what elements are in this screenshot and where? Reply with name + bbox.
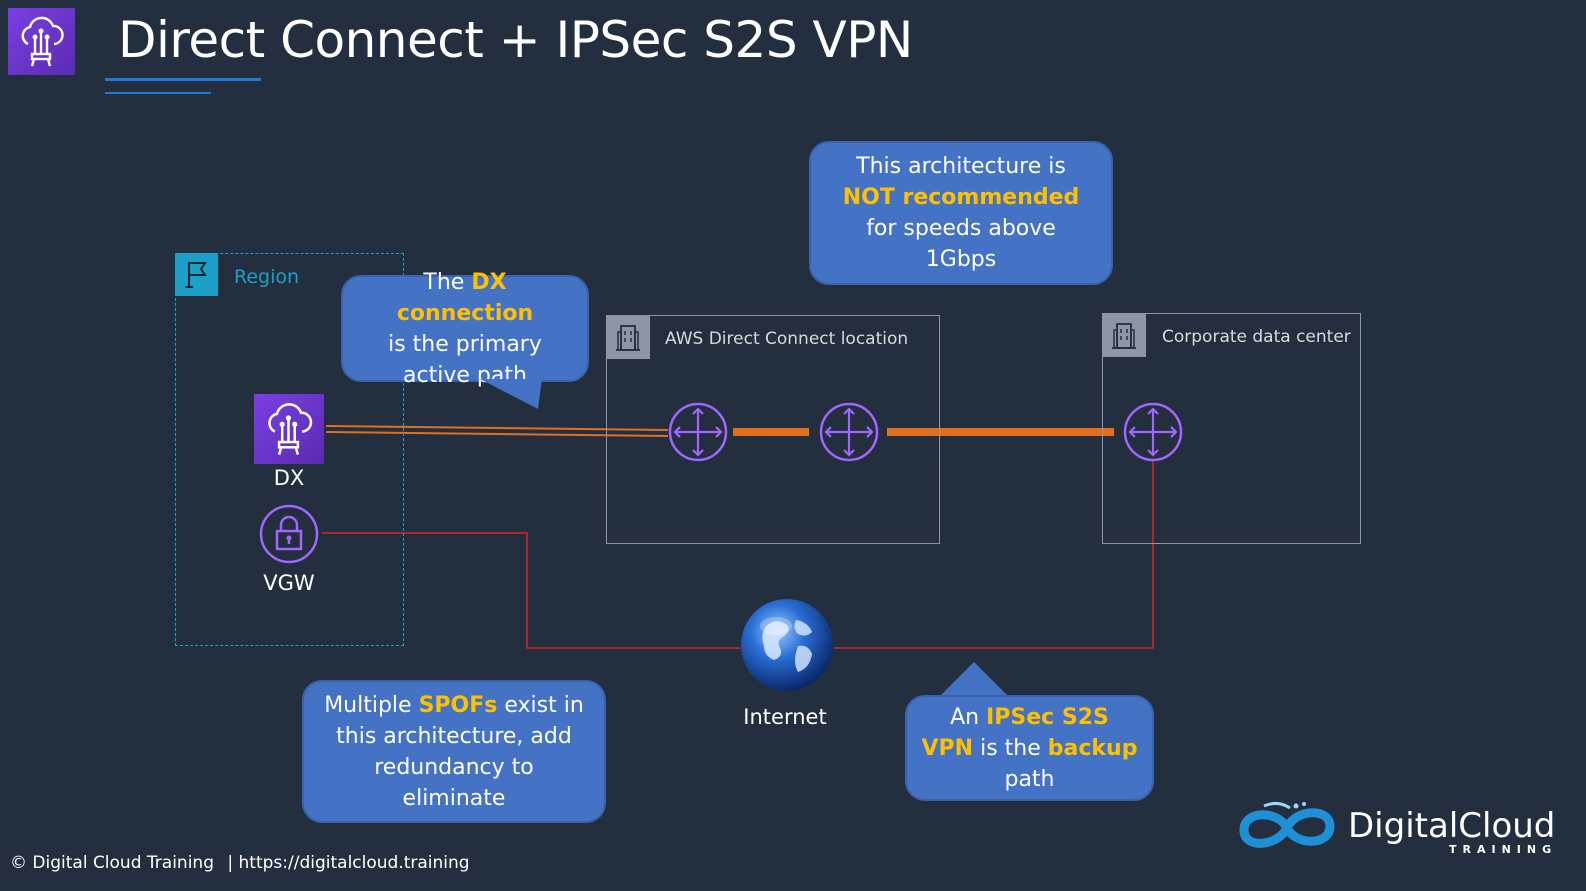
footer-url[interactable]: | https://digitalcloud.training: [227, 853, 470, 873]
region-boundary: [175, 253, 404, 646]
callout-text: exist in this architecture, add redundan…: [336, 692, 584, 811]
corporate-dc-box: [1102, 313, 1361, 544]
callout-text: for speeds above 1Gbps: [866, 216, 1056, 272]
infinity-logo-icon: [1234, 798, 1340, 858]
dx-location-label: AWS Direct Connect location: [665, 329, 909, 349]
title-underline: [105, 78, 261, 81]
footer-copyright: © Digital Cloud Training: [10, 853, 214, 873]
callout-text: is the primary active path: [388, 331, 542, 388]
logo-name: DigitalCloud: [1348, 806, 1556, 846]
callout-text: path: [1004, 766, 1055, 792]
callout-text: An: [950, 704, 987, 730]
callout-text: is the: [973, 735, 1048, 761]
building-icon: [1102, 313, 1146, 357]
globe-icon: [738, 596, 836, 694]
callout-spof: Multiple SPOFs exist in this architectur…: [302, 680, 606, 823]
vgw-label: VGW: [263, 571, 315, 595]
callout-highlight: DX connection: [396, 269, 534, 326]
callout-text: This architecture is: [856, 154, 1066, 179]
dx-label: DX: [273, 466, 305, 490]
flag-icon: [175, 253, 218, 296]
callout-highlight: backup: [1047, 735, 1138, 761]
callout-dx-primary: The DX connection is the primary active …: [341, 270, 589, 388]
dx-icon: [254, 394, 324, 464]
callout-pointer: [938, 662, 1010, 698]
dx-location-box: [606, 315, 940, 544]
page-title: Direct Connect + IPSec S2S VPN: [118, 11, 913, 69]
region-label: Region: [234, 266, 300, 288]
direct-connect-icon: [8, 8, 75, 75]
title-underline-secondary: [105, 92, 211, 94]
callout-pointer: [480, 379, 542, 409]
callout-highlight: NOT recommended: [842, 185, 1080, 210]
callout-not-recommended: This architecture is NOT recommended for…: [809, 141, 1113, 285]
router-icon: [818, 401, 880, 463]
router-icon: [1122, 401, 1184, 463]
callout-highlight: IPSec S2S VPN: [921, 704, 1109, 761]
footer: © Digital Cloud Training | https://digit…: [10, 853, 470, 873]
router-icon: [667, 401, 729, 463]
callout-backup: An IPSec S2S VPN is the backup path: [905, 695, 1154, 801]
callout-highlight: SPOFs: [418, 692, 498, 718]
internet-label: Internet: [743, 705, 827, 729]
lock-icon: [259, 504, 319, 564]
callout-text: The: [423, 269, 472, 295]
logo-sub: TRAINING: [1449, 843, 1558, 856]
corporate-dc-label: Corporate data center: [1162, 327, 1351, 347]
building-icon: [606, 315, 650, 359]
callout-text: Multiple: [324, 692, 419, 718]
